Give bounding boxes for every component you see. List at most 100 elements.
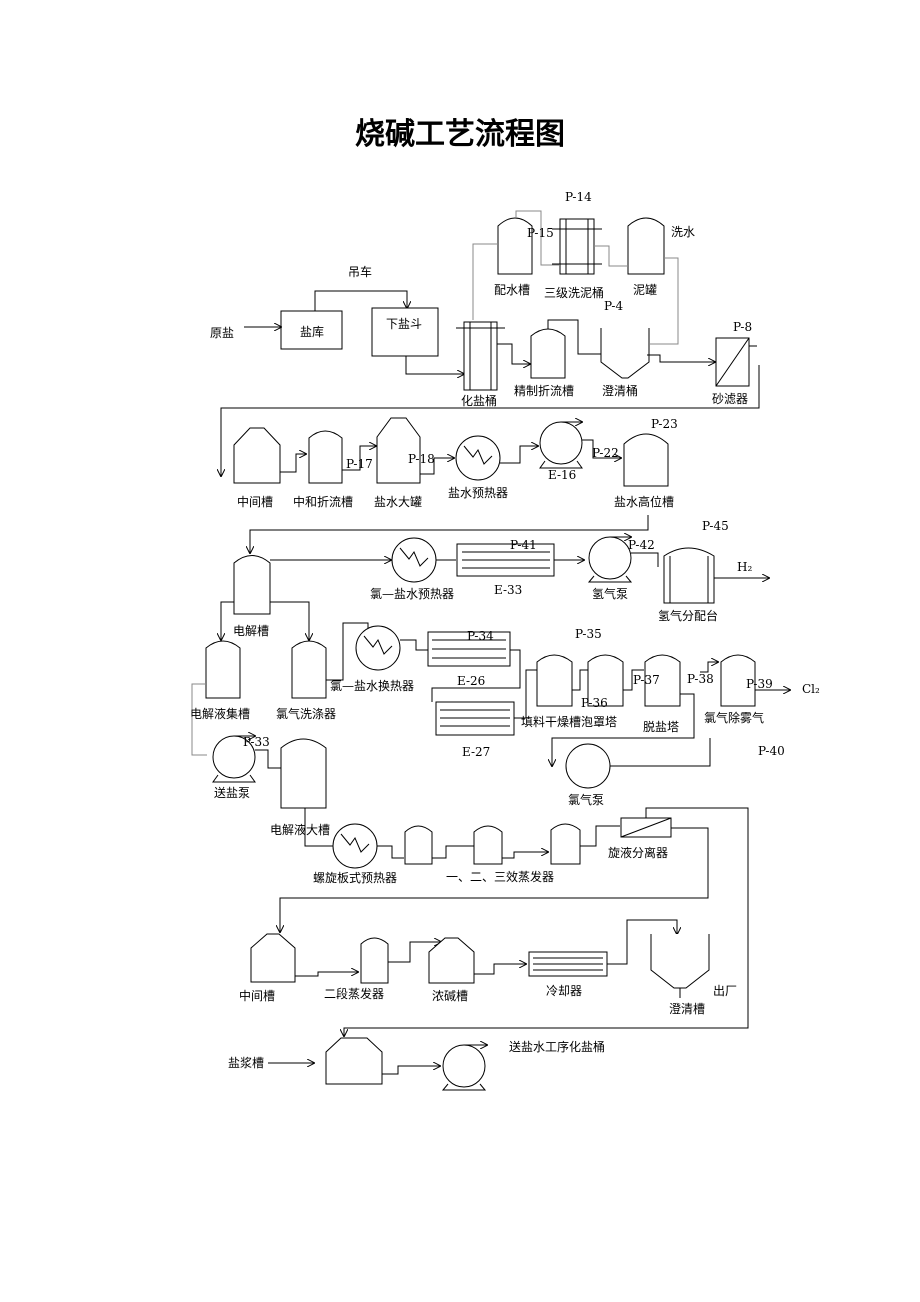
second-stage-evaporator xyxy=(360,937,389,984)
label-chlorine-scrubber: 氯气洗涤器 xyxy=(276,706,336,721)
label-p4: P-4 xyxy=(604,299,623,313)
label-raw-salt: 原盐 xyxy=(210,326,234,340)
neutralizing-baffle-tank xyxy=(308,430,343,484)
label-intermediate-tank-2: 中间槽 xyxy=(239,988,275,1003)
label-salt-slurry-tank: 盐浆槽 xyxy=(228,1055,264,1070)
label-e26: E-26 xyxy=(457,674,485,688)
intermediate-tank-1 xyxy=(233,427,281,484)
label-caustic-tank: 浓碱槽 xyxy=(432,989,468,1003)
label-hydrocyclone: 旋液分离器 xyxy=(608,845,668,860)
label-desalting-tower: 脱盐塔 xyxy=(643,719,679,734)
bubble-cap-tower xyxy=(587,654,624,707)
label-factory-out: 出厂 xyxy=(713,984,737,998)
hydrogen-distributor xyxy=(663,547,715,604)
hydrogen-brine-preheater xyxy=(391,537,437,583)
chlorine-demister xyxy=(720,654,756,707)
label-spiral-preheater: 螺旋板式预热器 xyxy=(313,871,397,885)
chlorine-brine-heat-exchanger xyxy=(355,625,401,671)
label-p38: P-38 xyxy=(687,672,714,686)
label-p36: P-36 xyxy=(581,696,608,710)
label-drying-towers: 填料干燥槽泡罩塔 xyxy=(521,715,617,729)
water-tank xyxy=(497,217,533,275)
label-brine-main-tank: 盐水大罐 xyxy=(374,495,422,509)
label-p40: P-40 xyxy=(758,744,785,758)
label-cooler: 冷却器 xyxy=(546,984,582,998)
label-p39: P-39 xyxy=(746,677,773,691)
label-e33: E-33 xyxy=(494,583,522,597)
desalting-tower xyxy=(644,654,681,707)
salt-slurry-tank xyxy=(325,1037,383,1085)
label-p34: P-34 xyxy=(467,629,494,643)
chlorine-pump xyxy=(565,743,611,789)
evaporator-3 xyxy=(550,823,581,865)
salt-dissolver xyxy=(456,321,505,391)
label-electrolytic-cell: 电解槽 xyxy=(233,624,269,638)
label-neutralizing-tank: 中和折流槽 xyxy=(293,494,353,509)
hydrogen-pump xyxy=(587,537,633,583)
label-h2-brine-preheater: 氯—盐水预热器 xyxy=(370,587,454,601)
label-distributor: 氢气分配台 xyxy=(658,608,718,623)
heat-exchanger-e26 xyxy=(427,631,511,667)
intermediate-tank-2 xyxy=(250,933,296,983)
label-p15: P-15 xyxy=(527,226,554,240)
label-p14: P-14 xyxy=(565,190,592,204)
label-p17: P-17 xyxy=(346,457,373,471)
label-e16: E-16 xyxy=(548,468,576,482)
hydrocyclone-separator xyxy=(620,817,672,838)
packed-drying-tower xyxy=(536,654,573,707)
evaporator-1 xyxy=(404,825,433,865)
label-p33: P-33 xyxy=(243,735,270,749)
label-water-tank: 配水槽 xyxy=(494,283,530,297)
electrolytic-cell xyxy=(233,555,271,615)
label-refining-tank: 精制折流槽 xyxy=(514,383,574,398)
heat-exchanger-e33 xyxy=(456,543,555,577)
label-salt-dissolver: 化盐桶 xyxy=(461,393,497,408)
label-p42: P-42 xyxy=(628,538,655,552)
label-p45: P-45 xyxy=(702,519,729,533)
electrolyte-collector xyxy=(205,640,241,699)
label-p22: P-22 xyxy=(592,446,619,460)
label-salt-pump: 送盐泵 xyxy=(214,785,250,800)
label-brine-preheater: 盐水预热器 xyxy=(448,486,508,500)
brine-head-tank xyxy=(623,433,669,487)
label-evaporators: 一、二、三效蒸发器 xyxy=(446,869,554,884)
cooler xyxy=(528,951,608,977)
label-clarifier: 澄清桶 xyxy=(602,383,638,398)
heat-exchanger-e27 xyxy=(435,701,515,736)
label-clarifying-tank: 澄清槽 xyxy=(669,1001,705,1016)
page-title: 烧碱工艺流程图 xyxy=(355,117,565,152)
label-wash-water: 洗水 xyxy=(671,225,695,239)
label-chlorine-pump: 氯气泵 xyxy=(568,792,604,807)
label-p41: P-41 xyxy=(510,538,537,552)
label-cl2: Cl₂ xyxy=(802,682,820,696)
label-brine-head-tank: 盐水高位槽 xyxy=(614,494,674,509)
label-second-stage-evaporator: 二段蒸发器 xyxy=(324,986,384,1001)
chlorine-scrubber xyxy=(291,640,327,699)
label-p35: P-35 xyxy=(575,627,602,641)
refining-baffle-tank xyxy=(530,328,566,379)
label-electrolyte-main-tank: 电解液大槽 xyxy=(270,822,330,837)
label-p23: P-23 xyxy=(651,417,678,431)
three-stage-mud-washer xyxy=(552,218,602,275)
spiral-plate-preheater xyxy=(332,823,378,869)
label-salt-hopper: 下盐斗 xyxy=(386,317,422,331)
label-electrolyte-collector: 电解液集槽 xyxy=(190,706,250,721)
label-sand-filter: 砂滤器 xyxy=(712,392,748,406)
clarifying-tank xyxy=(650,934,710,989)
label-mud-washer: 三级洗泥桶 xyxy=(544,285,604,300)
brine-main-tank xyxy=(376,417,421,484)
clarifier xyxy=(600,328,650,379)
electrolyte-main-tank xyxy=(280,738,327,809)
salt-transfer-pump xyxy=(212,736,255,783)
label-intermediate-tank-1: 中间槽 xyxy=(237,494,273,509)
label-cl-brine-exchanger: 氯—盐水换热器 xyxy=(330,679,414,693)
label-p37: P-37 xyxy=(633,673,660,687)
label-salt-storage: 盐库 xyxy=(300,324,324,339)
salt-hopper xyxy=(371,307,439,357)
mud-tank xyxy=(627,217,665,275)
label-h2: H₂ xyxy=(737,560,752,574)
brine-preheater xyxy=(455,435,501,481)
sand-filter xyxy=(715,337,750,387)
label-crane: 吊车 xyxy=(348,264,372,279)
